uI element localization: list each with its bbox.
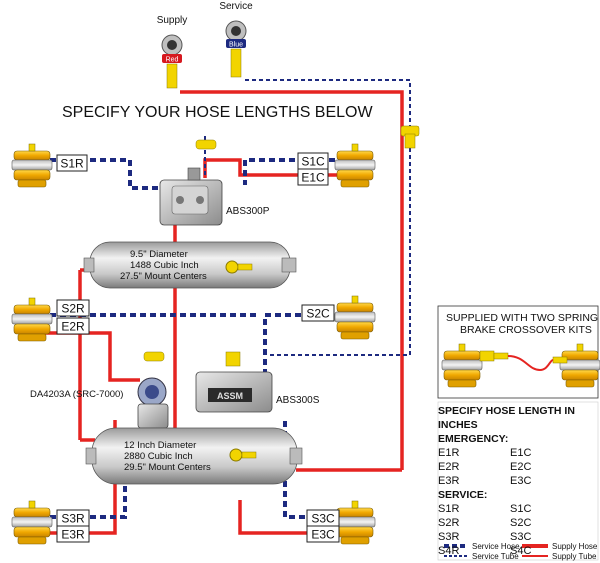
hose-label-e3c: E3C (306, 525, 340, 543)
emergency-heading: EMERGENCY: (438, 433, 509, 445)
bottom-tank-volume: 2880 Cubic Inch (124, 451, 193, 462)
svg-text:E3R: E3R (61, 528, 85, 542)
top-tank-mount: 27.5" Mount Centers (120, 271, 207, 282)
hose-label-e3r: E3R (56, 525, 90, 543)
chamber-1c (334, 143, 376, 188)
service-label: Service (219, 1, 253, 12)
hose-label-s2c: S2C (301, 304, 335, 322)
relay-label: DA4203A (SRC-7000) (30, 389, 123, 400)
svg-text:S2C: S2C (306, 307, 330, 321)
supply-gladhand: Supply Red (157, 15, 188, 89)
abs300s-logo: ASSM (217, 391, 243, 401)
abs300p-label: ABS300P (226, 206, 270, 217)
bottom-air-tank: 12 Inch Diameter 2880 Cubic Inch 29.5" M… (85, 427, 303, 485)
spec-table-frame (437, 401, 599, 561)
relay-valve: DA4203A (SRC-7000) (30, 377, 169, 429)
crossover-kit-panel: SUPPLIED WITH TWO SPRING BRAKE CROSSOVER… (437, 305, 600, 399)
supply-label: Supply (157, 15, 188, 26)
hose-label-s3r: S3R (56, 509, 90, 527)
kit-panel-line2: BRAKE CROSSOVER KITS (460, 324, 592, 336)
elbow-fitting (143, 139, 217, 362)
legend-service-tube: Service Tube (472, 552, 519, 561)
hose-label-s3c: S3C (306, 509, 340, 527)
chamber-3c (334, 500, 376, 545)
svg-text:S2R: S2R (61, 302, 85, 316)
top-tank-volume: 1488 Cubic Inch (130, 260, 199, 271)
abs300p-valve: ABS300P (159, 167, 270, 226)
svg-text:E3C: E3C (311, 528, 335, 542)
hose-label-s2r: S2R (56, 299, 90, 317)
service-heading: SERVICE: (438, 489, 488, 501)
top-tank-diameter: 9.5" Diameter (130, 249, 188, 260)
bottom-tank-diameter: 12 Inch Diameter (124, 440, 196, 451)
hose-label-s1c: S1C (297, 152, 329, 170)
service-gladhand: Service Blue (219, 1, 253, 78)
chamber-3r (11, 500, 53, 545)
hose-label-s1r: S1R (56, 154, 88, 172)
svg-text:S1R: S1R (60, 157, 84, 171)
abs300s-valve: ASSM ABS300S (195, 351, 320, 413)
hose-label-e1c: E1C (297, 168, 329, 186)
chamber-2c (334, 295, 376, 340)
service-tag: Blue (229, 42, 243, 49)
spec-table-title: SPECIFY HOSE LENGTH IN INCHES (438, 405, 575, 431)
svg-text:S3C: S3C (311, 512, 335, 526)
svg-text:S1C: S1C (301, 155, 325, 169)
page-title: SPECIFY YOUR HOSE LENGTHS BELOW (62, 104, 373, 121)
hose-length-table: SPECIFY HOSE LENGTH IN INCHES EMERGENCY:… (438, 404, 598, 558)
legend-service-hose: Service Hose (472, 542, 520, 551)
supply-tag: Red (166, 57, 179, 64)
legend-supply-tube: Supply Tube (552, 552, 597, 561)
top-air-tank: 9.5" Diameter 1488 Cubic Inch 27.5" Moun… (83, 241, 297, 289)
chamber-1r (11, 143, 53, 188)
tee-fitting (400, 125, 420, 149)
bottom-tank-mount: 29.5" Mount Centers (124, 462, 211, 473)
legend-supply-hose: Supply Hose (552, 542, 598, 551)
svg-text:S3R: S3R (61, 512, 85, 526)
svg-text:E1C: E1C (301, 171, 325, 185)
abs300s-label: ABS300S (276, 395, 320, 406)
svg-text:E2R: E2R (61, 320, 85, 334)
hose-label-e2r: E2R (56, 317, 90, 335)
kit-panel-line1: SUPPLIED WITH TWO SPRING (446, 312, 598, 324)
